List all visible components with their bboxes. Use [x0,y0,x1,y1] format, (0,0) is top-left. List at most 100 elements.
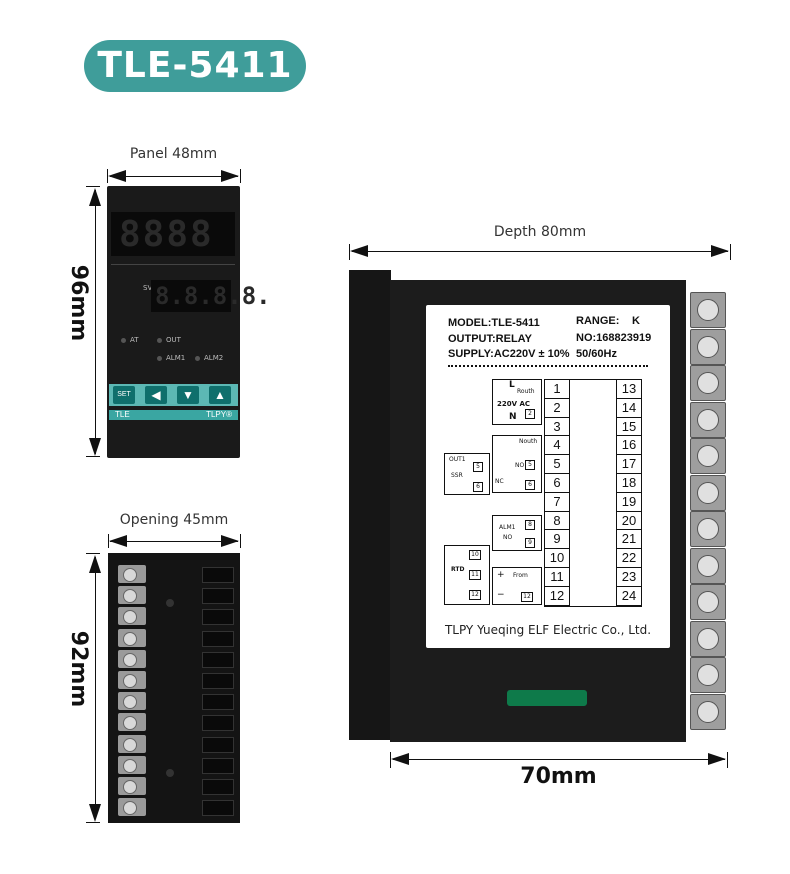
relay-nc: NC [495,478,504,485]
up-button[interactable]: ▲ [209,386,231,404]
dim-tick [86,553,100,554]
out-led-icon [157,338,162,343]
terminal-cell: 22 [616,548,642,569]
side-height-label: 92mm [66,630,91,708]
screw-icon [123,716,137,731]
dim-line [393,759,725,760]
arrow-up-icon [89,555,101,573]
screw-terminal[interactable] [690,547,726,584]
arrow-right-icon [711,245,729,257]
controller-front-panel: PV 8888 SV 8.8.8.8. AT OUT ALM1 ALM2 SET… [107,186,271,458]
screw-icon [123,652,137,667]
screw-terminal[interactable] [690,474,726,511]
thermocouple-block: + From − 12 [492,567,542,605]
vent-slot [202,651,234,668]
term-2-tag: 2 [525,409,535,419]
rtd-text: RTD [451,566,465,573]
set-button[interactable]: SET [113,386,135,404]
terminal-cell: 11 [544,567,570,587]
screw-terminal[interactable] [690,328,726,365]
at-indicator: AT [130,336,139,344]
term-11-tag: 11 [469,570,481,580]
alm1-indicator: ALM1 [166,354,186,362]
side-screw-terminal[interactable] [118,607,146,626]
pv-display: 8888 [111,212,235,256]
side-screw-terminal[interactable] [118,628,146,647]
screw-icon [123,780,137,794]
vent-slot [202,630,234,647]
side-screw-terminal[interactable] [118,586,146,605]
side-screw-terminal[interactable] [118,671,146,689]
mount-hole-icon [166,599,174,607]
label-output: OUTPUT:RELAY [448,333,532,345]
screw-icon [697,408,719,431]
screw-icon [697,554,719,577]
mount-hole-icon [166,769,174,777]
arrow-down-icon [89,804,101,822]
terminal-cell: 20 [616,510,642,531]
arrow-right-icon [221,170,239,182]
side-screw-terminal[interactable] [118,649,146,668]
power-voltage: 220V AC [497,400,531,408]
down-button[interactable]: ▼ [177,386,199,404]
vent-slot [202,757,234,774]
screw-terminal[interactable] [690,438,726,474]
terminal-cell: 3 [544,416,570,437]
screw-terminal[interactable] [690,511,726,547]
dim-line [110,176,238,177]
term-10-tag: 10 [469,550,481,560]
depth-label: Depth 80mm [493,224,587,240]
divider [111,264,235,265]
terminal-cell: 7 [544,491,570,512]
vent-slot [202,736,234,753]
sv-digits: 8.8.8.8. [155,282,271,310]
side-screw-terminal[interactable] [118,755,146,774]
screw-icon [697,445,719,467]
screw-icon [123,610,137,625]
nouth-text: Nouth [519,438,538,445]
mounting-clip[interactable] [507,690,587,706]
screw-terminal[interactable] [690,620,726,657]
alm2-led-icon [195,356,200,361]
screw-terminal[interactable] [690,657,726,693]
relay-no: NO [515,462,525,469]
side-screw-terminal[interactable] [118,777,146,795]
side-screw-terminal[interactable] [118,798,146,817]
label-range-value: K [632,315,640,327]
screw-terminal[interactable] [690,693,726,730]
terminal-cell: 16 [616,435,642,456]
panel-width-label: Panel 48mm [129,146,218,162]
screw-icon [697,627,719,650]
screw-terminal[interactable] [690,292,726,328]
side-screw-terminal[interactable] [118,734,146,753]
screw-terminal[interactable] [690,365,726,401]
sv-label: SV [143,284,153,292]
side-screw-terminal[interactable] [118,565,146,583]
wiring-label: MODEL:TLE-5411 RANGE: K OUTPUT:RELAY NO:… [426,305,670,648]
front-height-label: 96mm [66,264,91,342]
dim-tick [108,534,109,548]
screw-icon [697,335,719,358]
screw-icon [697,299,719,321]
screw-terminal[interactable] [690,401,726,438]
model-badge: TLE-5411 [84,40,306,92]
dim-tick [86,456,100,457]
terminal-cell: 4 [544,435,570,456]
shift-left-button[interactable]: ◀ [145,386,167,404]
dim-line [110,541,238,542]
arrow-down-icon [89,438,101,456]
screw-icon [123,568,137,582]
arrow-left-icon [109,535,127,547]
pv-digits: 8888 [119,214,214,255]
screw-terminal[interactable] [690,584,726,620]
terminal-cell: 13 [616,379,642,399]
side-screw-terminal[interactable] [118,713,146,732]
term-6b-tag: 6 [473,482,483,492]
terminal-cell: 1 [544,379,570,399]
screw-icon [123,801,137,816]
side-screw-terminal[interactable] [118,692,146,711]
relay-block: Nouth NO NC 5 6 [492,435,542,493]
ssr-text: SSR [451,472,463,479]
screw-icon [123,758,137,773]
terminal-cell: 23 [616,567,642,587]
